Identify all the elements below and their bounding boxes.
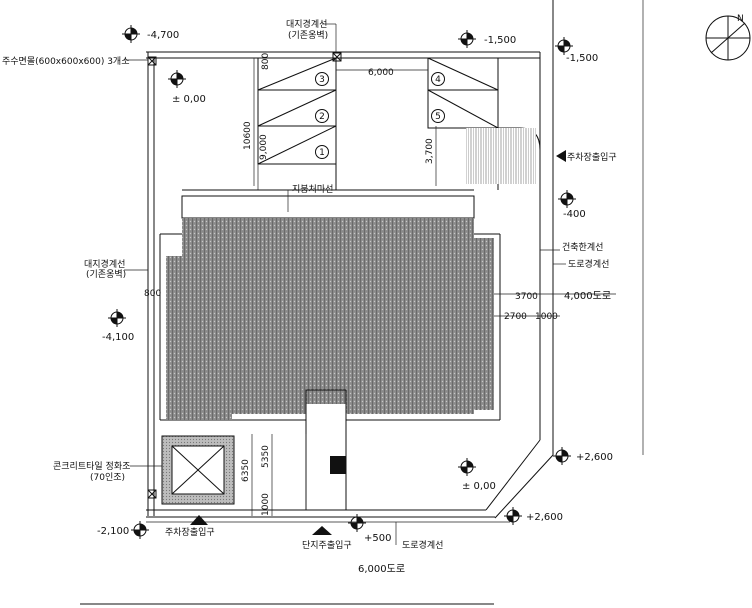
entrance-block xyxy=(330,456,346,474)
label-concrete-ground: 콘크리트타일 정화조 xyxy=(53,461,130,472)
slot-5: 5 xyxy=(435,112,441,122)
label-concrete-ground-sub: (70인조) xyxy=(90,472,125,483)
level-marker-right-mid xyxy=(558,190,576,208)
dim-bottom-a: 6350 xyxy=(241,459,251,482)
septic-tank xyxy=(161,435,235,505)
label-complex-entrance: 단지주출입구 xyxy=(302,539,352,551)
level-left-mid: -4,100 xyxy=(102,332,134,343)
dim-parking-width: 6,000 xyxy=(368,68,394,78)
label-site-boundary-left-sub: (기존옹벽) xyxy=(86,269,126,280)
parking-entrance-bottom-arrow xyxy=(190,515,208,525)
north-arrow: N xyxy=(705,14,751,61)
setback-lines xyxy=(494,249,616,317)
label-site-boundary-top: 대지경계선 xyxy=(286,18,327,30)
label-roof-line: 지붕처마선 xyxy=(292,183,333,195)
dim-right-setback: 3700 xyxy=(515,292,538,302)
level-bottom-left: -2,100 xyxy=(97,526,129,537)
level-inner-bottom: ± 0,00 xyxy=(462,481,496,492)
north-letter: N xyxy=(737,14,744,24)
level-right-bottom: +2,600 xyxy=(576,452,613,463)
level-marker-left-mid xyxy=(108,309,126,327)
dim-top-offset: 800 xyxy=(261,53,271,70)
label-parking-entrance-bottom: 주차장출입구 xyxy=(165,526,215,538)
site-boundary xyxy=(80,0,644,605)
label-survey-pin: 주수면몰(600x600x600) 3개소 xyxy=(2,56,129,67)
level-marker-top-right xyxy=(555,37,573,55)
label-building-line: 건축한계선 xyxy=(562,241,603,253)
dim-left-offset: 800 xyxy=(144,289,161,299)
level-right-mid: -400 xyxy=(563,209,586,220)
level-top-left: -4,700 xyxy=(147,30,179,41)
label-site-boundary-top-sub: (기존옹벽) xyxy=(288,30,328,41)
complex-entrance-arrow xyxy=(312,526,332,535)
level-marker-bottom-left xyxy=(131,521,149,539)
level-top-mid: -1,500 xyxy=(484,35,516,46)
slot-2: 2 xyxy=(319,112,325,122)
dim-right-setback-a: 2700 xyxy=(504,312,527,322)
level-marker-inner-bottom xyxy=(458,458,476,476)
dim-parking-depth: 10600 xyxy=(243,121,253,150)
level-inner-top: ± 0,00 xyxy=(172,94,206,105)
building xyxy=(159,189,501,511)
parking-entrance-right-arrow xyxy=(556,150,566,162)
level-marker-inner-top xyxy=(168,70,186,88)
planting-strip xyxy=(466,128,536,184)
dim-bottom-b: 5350 xyxy=(261,445,271,468)
dim-right-setback-b: 1000 xyxy=(535,312,558,322)
slot-3: 3 xyxy=(319,75,325,85)
level-marker-right-bottom xyxy=(553,447,571,465)
label-parking-entrance-right: 주차장출입구 xyxy=(567,151,617,163)
label-road-right: 4,000도로 xyxy=(564,291,611,302)
label-road-line-right: 도로경계선 xyxy=(568,258,609,270)
level-marker-bottom-mid xyxy=(348,514,366,532)
level-top-right: -1,500 xyxy=(566,53,598,64)
dimensions: 6,000 10600 9,000 3,700 800 800 3700 270… xyxy=(144,53,558,516)
level-bottom-right: +2,600 xyxy=(526,512,563,523)
annotation-labels: 주수면몰(600x600x600) 3개소 대지경계선 (기존옹벽) 지붕처마선… xyxy=(2,18,617,575)
level-marker-bottom-right xyxy=(504,507,522,525)
dim-right-parking: 3,700 xyxy=(425,138,435,164)
level-bottom-mid: +500 xyxy=(364,533,391,544)
slot-1: 1 xyxy=(319,148,325,158)
level-marker-top-left xyxy=(122,25,140,43)
level-marker-top-mid xyxy=(458,30,476,48)
dim-bottom-c: 1000 xyxy=(261,493,271,516)
label-site-boundary-left: 대지경계선 xyxy=(84,258,125,270)
parking-slot-numbers: 3 2 1 4 5 xyxy=(315,72,445,159)
dim-parking-inner: 9,000 xyxy=(259,134,269,160)
label-road-line-bottom: 도로경계선 xyxy=(402,539,443,551)
slot-4: 4 xyxy=(435,75,441,85)
level-markers: -4,700 -1,500 -1,500 ± 0,00 -400 -4,100 xyxy=(97,25,613,544)
label-road-bottom: 6,000도로 xyxy=(358,564,405,575)
survey-pins xyxy=(147,52,342,499)
